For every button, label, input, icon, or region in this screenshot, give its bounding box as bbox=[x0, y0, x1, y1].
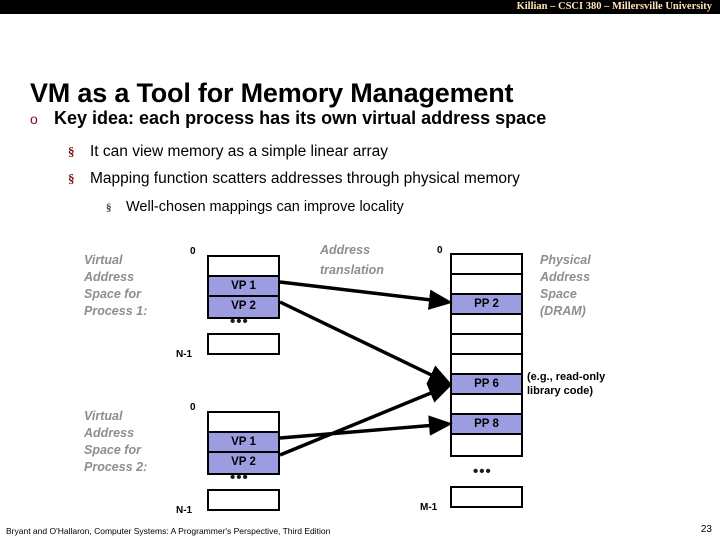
process2-ellipsis: ••• bbox=[230, 469, 249, 486]
process2-caption-line: Space for bbox=[84, 443, 141, 457]
physical-caption-line: Address bbox=[540, 270, 591, 284]
physical-page-cell-pp6[interactable]: PP 6 bbox=[452, 375, 521, 395]
physical-page-cell[interactable] bbox=[452, 435, 521, 455]
physical-page-cell-pp8[interactable]: PP 8 bbox=[452, 415, 521, 435]
physical-bottom-address: M-1 bbox=[420, 502, 438, 513]
bullet-level2-item: § Mapping function scatters addresses thr… bbox=[68, 170, 708, 188]
readonly-note-line1: (e.g., read-only bbox=[527, 371, 606, 383]
physical-top-address: 0 bbox=[437, 245, 443, 256]
process1-caption-line: Process 1: bbox=[84, 304, 148, 318]
process2-caption-line: Process 2: bbox=[84, 460, 148, 474]
header-bar bbox=[0, 0, 720, 14]
process1-ellipsis: ••• bbox=[230, 313, 249, 330]
physical-page-cell[interactable] bbox=[452, 255, 521, 275]
process2-bottom-address: N-1 bbox=[176, 505, 193, 516]
bullet-level3-text: Well-chosen mappings can improve localit… bbox=[126, 199, 404, 215]
process1-page-stack: VP 1 VP 2 bbox=[207, 255, 280, 319]
bullet-marker-square-icon: § bbox=[68, 144, 75, 159]
process1-caption-line: Virtual bbox=[84, 253, 123, 267]
process1-tail-cell[interactable] bbox=[207, 333, 280, 355]
process1-bottom-address: N-1 bbox=[176, 349, 193, 360]
bullet-level1: o Key idea: each process has its own virt… bbox=[30, 108, 690, 129]
physical-caption: Physical Address Space (DRAM) bbox=[540, 252, 591, 320]
address-translation-line1: Address bbox=[320, 243, 371, 257]
arrow-p2vp1-to-pp8 bbox=[279, 415, 453, 440]
bullet-level3-item: § Well-chosen mappings can improve locali… bbox=[106, 199, 706, 215]
readonly-note-line2: library code) bbox=[527, 385, 594, 397]
physical-caption-line: Physical bbox=[540, 253, 591, 267]
footer-source: Bryant and O'Hallaron, Computer Systems:… bbox=[6, 526, 331, 536]
virtual-page-cell[interactable] bbox=[209, 257, 278, 277]
footer-page-number: 23 bbox=[700, 524, 712, 535]
physical-ellipsis: ••• bbox=[473, 463, 492, 480]
process2-caption-line: Virtual bbox=[84, 409, 123, 423]
process1-caption-line: Address bbox=[84, 270, 135, 284]
bullet-level2-text: Mapping function scatters addresses thro… bbox=[90, 170, 520, 187]
physical-page-cell[interactable] bbox=[452, 275, 521, 295]
virtual-page-cell-vp2[interactable]: VP 2 bbox=[209, 297, 278, 317]
physical-page-cell[interactable] bbox=[452, 395, 521, 415]
address-translation-line2: translation bbox=[320, 263, 384, 277]
virtual-page-cell[interactable] bbox=[209, 413, 278, 433]
physical-page-cell[interactable] bbox=[452, 315, 521, 335]
process1-caption-line: Space for bbox=[84, 287, 141, 301]
physical-caption-line: Space bbox=[540, 287, 577, 301]
physical-page-cell-pp2[interactable]: PP 2 bbox=[452, 295, 521, 315]
header-course-line: Killian – CSCI 380 – Millersville Univer… bbox=[516, 1, 712, 12]
page-title: VM as a Tool for Memory Management bbox=[30, 78, 514, 108]
bullet-level2-text: It can view memory as a simple linear ar… bbox=[90, 143, 389, 160]
physical-page-stack: PP 2 PP 6 PP 8 bbox=[450, 253, 523, 457]
physical-page-cell[interactable] bbox=[452, 355, 521, 375]
process2-caption-line: Address bbox=[84, 426, 135, 440]
virtual-page-cell-vp2[interactable]: VP 2 bbox=[209, 453, 278, 473]
process2-tail-cell[interactable] bbox=[207, 489, 280, 511]
readonly-library-note: (e.g., read-only library code) bbox=[527, 370, 605, 398]
process2-page-stack: VP 1 VP 2 bbox=[207, 411, 280, 475]
physical-tail-cell[interactable] bbox=[450, 486, 523, 508]
arrow-p2vp2-to-pp6 bbox=[279, 383, 453, 457]
process1-caption: Virtual Address Space for Process 1: bbox=[84, 252, 147, 320]
bullet-marker-square-icon: § bbox=[68, 171, 75, 186]
process1-top-address: 0 bbox=[190, 246, 196, 257]
physical-caption-line: (DRAM) bbox=[540, 304, 586, 318]
bullet-marker-circle-icon: o bbox=[30, 111, 38, 127]
virtual-page-cell-vp1[interactable]: VP 1 bbox=[209, 277, 278, 297]
bullet-marker-square-small-icon: § bbox=[106, 202, 112, 214]
bullet-level1-text: Key idea: each process has its own virtu… bbox=[54, 108, 547, 128]
virtual-page-cell-vp1[interactable]: VP 1 bbox=[209, 433, 278, 453]
arrow-p1vp1-to-pp2 bbox=[279, 280, 453, 310]
process2-caption: Virtual Address Space for Process 2: bbox=[84, 408, 147, 476]
physical-page-cell[interactable] bbox=[452, 335, 521, 355]
address-translation-label: Address translation bbox=[320, 240, 384, 280]
bullet-level2-item: § It can view memory as a simple linear a… bbox=[68, 143, 708, 161]
process2-top-address: 0 bbox=[190, 402, 196, 413]
arrow-p1vp2-to-pp6 bbox=[279, 300, 453, 386]
